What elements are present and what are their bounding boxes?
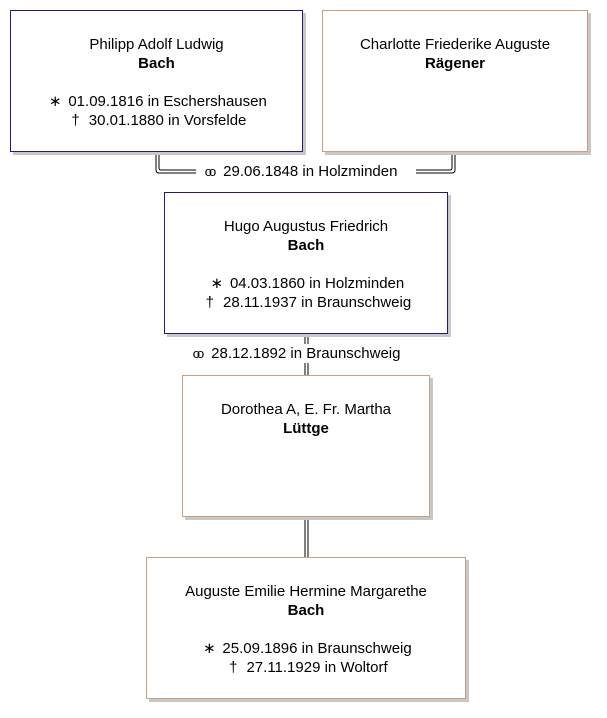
marriage-label-1: oo 29.06.1848 in Holzminden	[196, 162, 401, 181]
death-event: † 28.11.1937 in Braunschweig	[165, 293, 447, 312]
death-event: † 27.11.1929 in Woltorf	[147, 658, 465, 677]
given-name: Charlotte Friederike Auguste	[359, 36, 551, 53]
birth-event: ∗ 04.03.1860 in Holzminden	[165, 274, 447, 293]
birth-text: 25.09.1896 in Braunschweig	[222, 640, 412, 657]
death-text: 28.11.1937 in Braunschweig	[222, 294, 412, 311]
marriage-text: 29.06.1848 in Holzminden	[223, 163, 398, 180]
birth-text: 01.09.1816 in Eschershausen	[68, 93, 267, 110]
birth-star-icon: ∗	[48, 93, 62, 110]
marriage-rings-icon: oo	[192, 346, 204, 361]
birth-star-icon: ∗	[202, 640, 216, 657]
death-cross-icon: †	[71, 112, 80, 129]
person-card-philipp-bach[interactable]: Philipp Adolf Ludwig Bach ∗ 01.09.1816 i…	[10, 10, 303, 152]
death-cross-icon: †	[229, 659, 238, 676]
surname: Bach	[138, 55, 175, 72]
person-card-hugo-bach[interactable]: Hugo Augustus Friedrich Bach ∗ 04.03.186…	[164, 192, 448, 334]
marriage-label-2: oo 28.12.1892 in Braunschweig	[184, 344, 404, 363]
given-name: Auguste Emilie Hermine Margarethe	[185, 583, 427, 600]
birth-event: ∗ 01.09.1816 in Eschershausen	[11, 92, 302, 111]
birth-event: ∗ 25.09.1896 in Braunschweig	[147, 639, 465, 658]
marriage-connector-1	[155, 152, 198, 174]
death-event: † 30.01.1880 in Vorsfelde	[11, 111, 302, 130]
birth-text: 04.03.1860 in Holzminden	[229, 275, 405, 292]
person-card-charlotte-raegener[interactable]: Charlotte Friederike Auguste Rägener	[322, 10, 588, 152]
surname: Rägener	[424, 55, 486, 72]
death-cross-icon: †	[205, 294, 214, 311]
death-text: 27.11.1929 in Woltorf	[246, 659, 388, 676]
birth-star-icon: ∗	[210, 275, 224, 292]
given-name: Philipp Adolf Ludwig	[89, 36, 224, 53]
person-card-auguste-bach[interactable]: Auguste Emilie Hermine Margarethe Bach ∗…	[146, 557, 466, 699]
given-name: Dorothea A, E. Fr. Martha	[220, 401, 392, 418]
given-name: Hugo Augustus Friedrich	[223, 218, 389, 235]
surname: Lüttge	[283, 420, 329, 437]
marriage-text: 28.12.1892 in Braunschweig	[211, 345, 401, 362]
person-card-dorothea-luettge[interactable]: Dorothea A, E. Fr. Martha Lüttge	[182, 375, 430, 517]
death-text: 30.01.1880 in Vorsfelde	[88, 112, 247, 129]
marriage-rings-icon: oo	[204, 164, 216, 179]
surname: Bach	[287, 602, 325, 619]
surname: Bach	[287, 237, 325, 254]
